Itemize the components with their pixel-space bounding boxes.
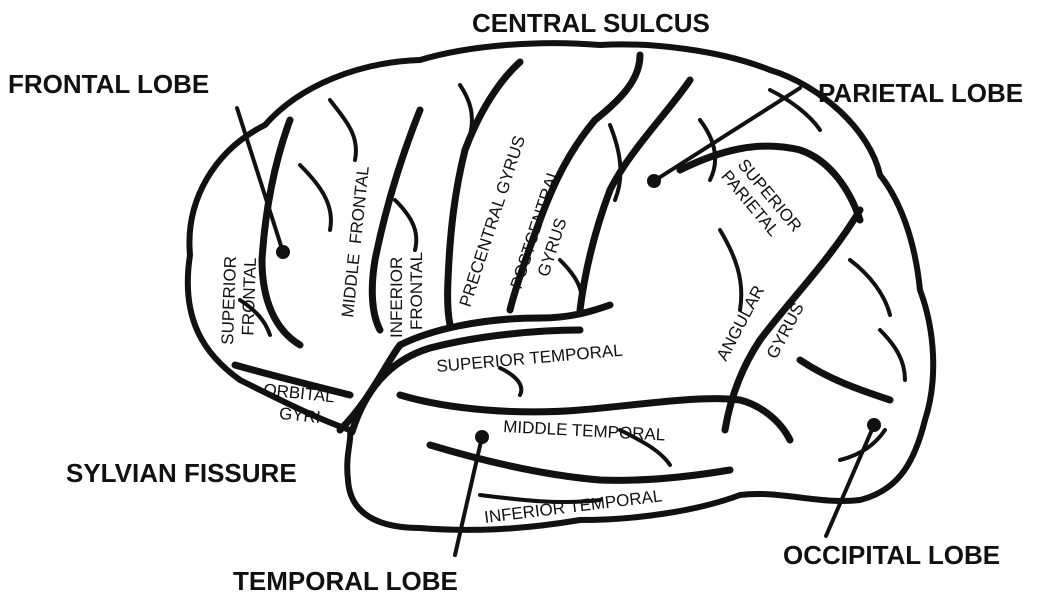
svg-text:FRONTAL: FRONTAL bbox=[238, 257, 260, 336]
svg-text:FRONTAL: FRONTAL bbox=[407, 252, 426, 330]
svg-text:INFERIOR: INFERIOR bbox=[387, 257, 406, 338]
occipital-lobe-label: OCCIPITAL LOBE bbox=[783, 540, 1000, 570]
inferior-frontal-label: INFERIOR FRONTAL bbox=[387, 252, 426, 338]
superior-frontal-label: SUPERIOR FRONTAL bbox=[218, 256, 260, 346]
svg-text:SUPERIOR: SUPERIOR bbox=[218, 256, 240, 345]
svg-text:GYRI: GYRI bbox=[278, 404, 321, 427]
central-sulcus-label: CENTRAL SULCUS bbox=[472, 8, 710, 38]
parietal-lobe-label: PARIETAL LOBE bbox=[818, 78, 1023, 108]
frontal-lobe-label: FRONTAL LOBE bbox=[8, 69, 209, 99]
temporal-lobe-label: TEMPORAL LOBE bbox=[233, 566, 458, 595]
brain-outline bbox=[188, 43, 933, 530]
temporal-lobe-dot bbox=[475, 430, 489, 444]
sylvian-fissure-label: SYLVIAN FISSURE bbox=[66, 458, 297, 488]
occipital-lobe-dot bbox=[867, 418, 881, 432]
frontal-lobe-dot bbox=[276, 245, 290, 259]
parietal-lobe-dot bbox=[647, 174, 661, 188]
